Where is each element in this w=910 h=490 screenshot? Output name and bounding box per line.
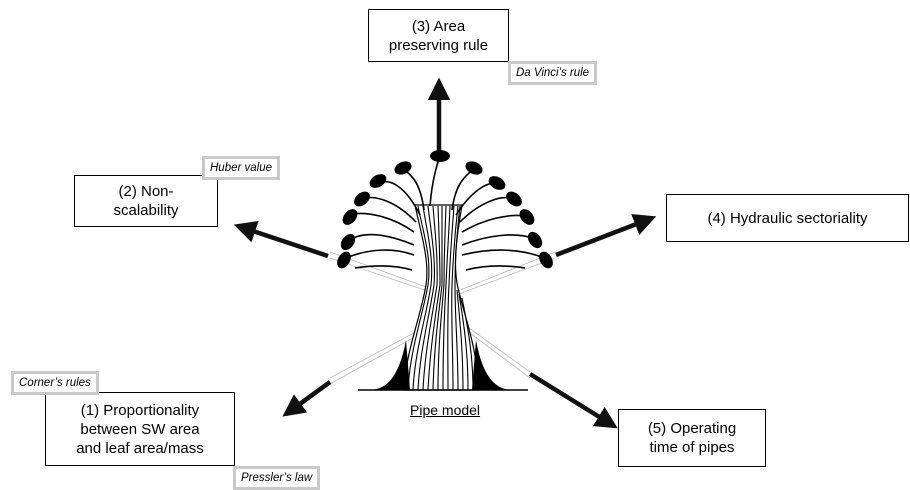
root-flare-left bbox=[372, 340, 410, 390]
note-corners-rules: Corner’s rules bbox=[11, 371, 99, 395]
principle-line: preserving rule bbox=[388, 36, 489, 54]
principle-area-preserving: (3) Area preserving rule bbox=[368, 9, 509, 62]
principle-line: (2) Non- bbox=[118, 183, 174, 200]
guide-lines bbox=[329, 251, 556, 385]
root-flare-right bbox=[472, 340, 510, 390]
principle-line: and leaf area/mass bbox=[76, 439, 204, 457]
principle-line: scalability bbox=[113, 202, 179, 219]
note-presslers-law: Pressler’s law bbox=[233, 466, 321, 490]
pipe-model-caption: Pipe model bbox=[410, 402, 481, 418]
principle-line: (5) Operating bbox=[647, 420, 737, 437]
arrow-to-hydraulic-sectoriality bbox=[555, 213, 657, 258]
arrows bbox=[233, 77, 657, 429]
note-da-vinci-rule: Da Vinci’s rule bbox=[508, 61, 598, 85]
principle-line: (1) Proportionality bbox=[80, 401, 200, 419]
principle-non-scalability: (2) Non- scalability bbox=[74, 175, 218, 227]
arrow-to-non-scalability bbox=[233, 221, 329, 259]
principle-line: (3) Area bbox=[411, 17, 466, 35]
principle-line: time of pipes bbox=[649, 439, 735, 456]
principle-proportionality: (1) Proportionality between SW area and … bbox=[45, 392, 235, 466]
principle-line: (4) Hydraulic sectoriality bbox=[707, 209, 868, 227]
arrow-to-operating-time bbox=[528, 372, 618, 429]
note-huber-value: Huber value bbox=[202, 156, 281, 180]
arrow-to-proportionality bbox=[282, 380, 332, 417]
tree-illustration bbox=[337, 150, 553, 391]
principle-line: between SW area bbox=[80, 420, 200, 438]
principle-hydraulic-sectoriality: (4) Hydraulic sectoriality bbox=[666, 194, 909, 242]
principle-operating-time: (5) Operating time of pipes bbox=[618, 409, 766, 467]
